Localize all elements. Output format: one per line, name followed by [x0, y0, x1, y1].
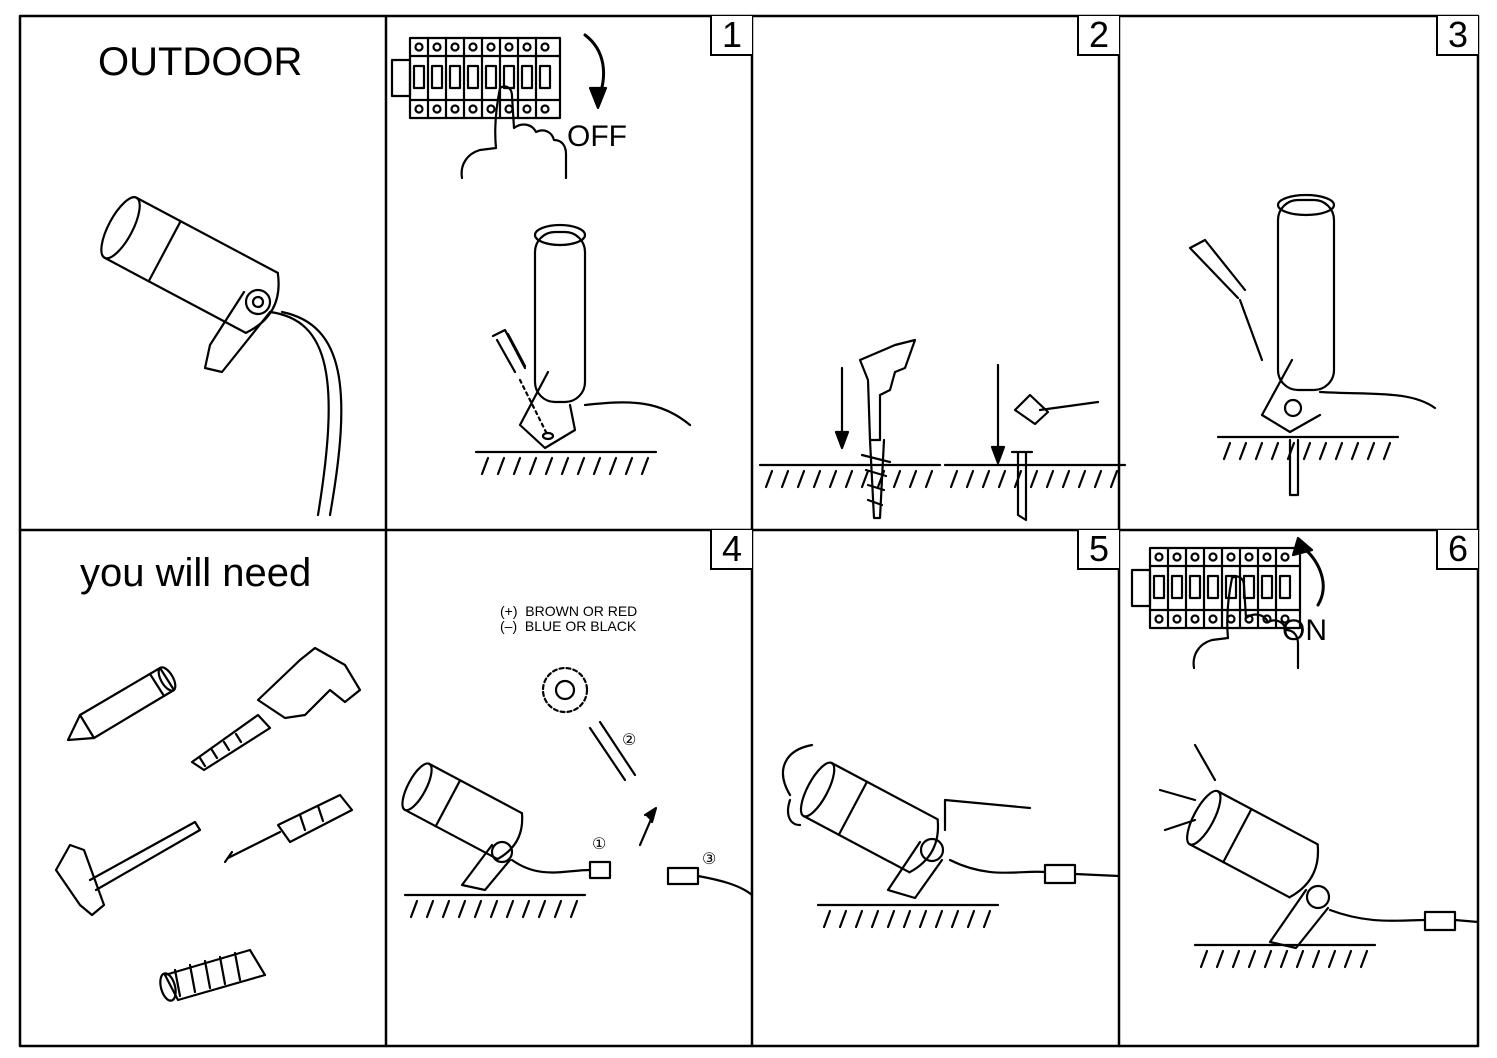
wiring-positive-label: (+) BROWN OR RED — [500, 603, 638, 619]
screwdriver-icon — [223, 793, 354, 864]
outdoor-title: OUTDOOR — [98, 40, 303, 84]
step-number-6: 6 — [1436, 530, 1478, 570]
step5-adjust-angle — [781, 743, 1121, 929]
on-label: ON — [1282, 614, 1327, 647]
step-number-1: 1 — [710, 16, 752, 56]
off-label: OFF — [567, 120, 627, 153]
step-number-4: 4 — [710, 530, 752, 570]
step2-drill-and-plug — [758, 338, 1127, 522]
connector-icon — [159, 948, 267, 1002]
step-number-2: 2 — [1077, 16, 1119, 56]
outdoor-spotlight-illustration — [100, 196, 343, 517]
drill-icon — [190, 646, 362, 772]
step-number-5: 5 — [1077, 530, 1119, 570]
you-will-need-title: you will need — [80, 551, 312, 595]
hammer-icon — [54, 820, 202, 917]
step1-breaker-off — [390, 33, 608, 180]
step4-marker-3: ③ — [702, 851, 717, 868]
step4-marker-1: ① — [592, 836, 607, 853]
pencil-icon — [66, 666, 177, 742]
step3-screw-fixing — [1188, 193, 1437, 497]
step4-wiring — [401, 666, 754, 919]
step4-marker-2: ② — [622, 732, 637, 749]
step6-breaker-on-and-light — [1130, 536, 1480, 969]
step-number-3: 3 — [1436, 16, 1478, 56]
wiring-negative-label: (–) BLUE OR BLACK — [500, 618, 637, 634]
step1-mark-hole — [474, 223, 692, 476]
